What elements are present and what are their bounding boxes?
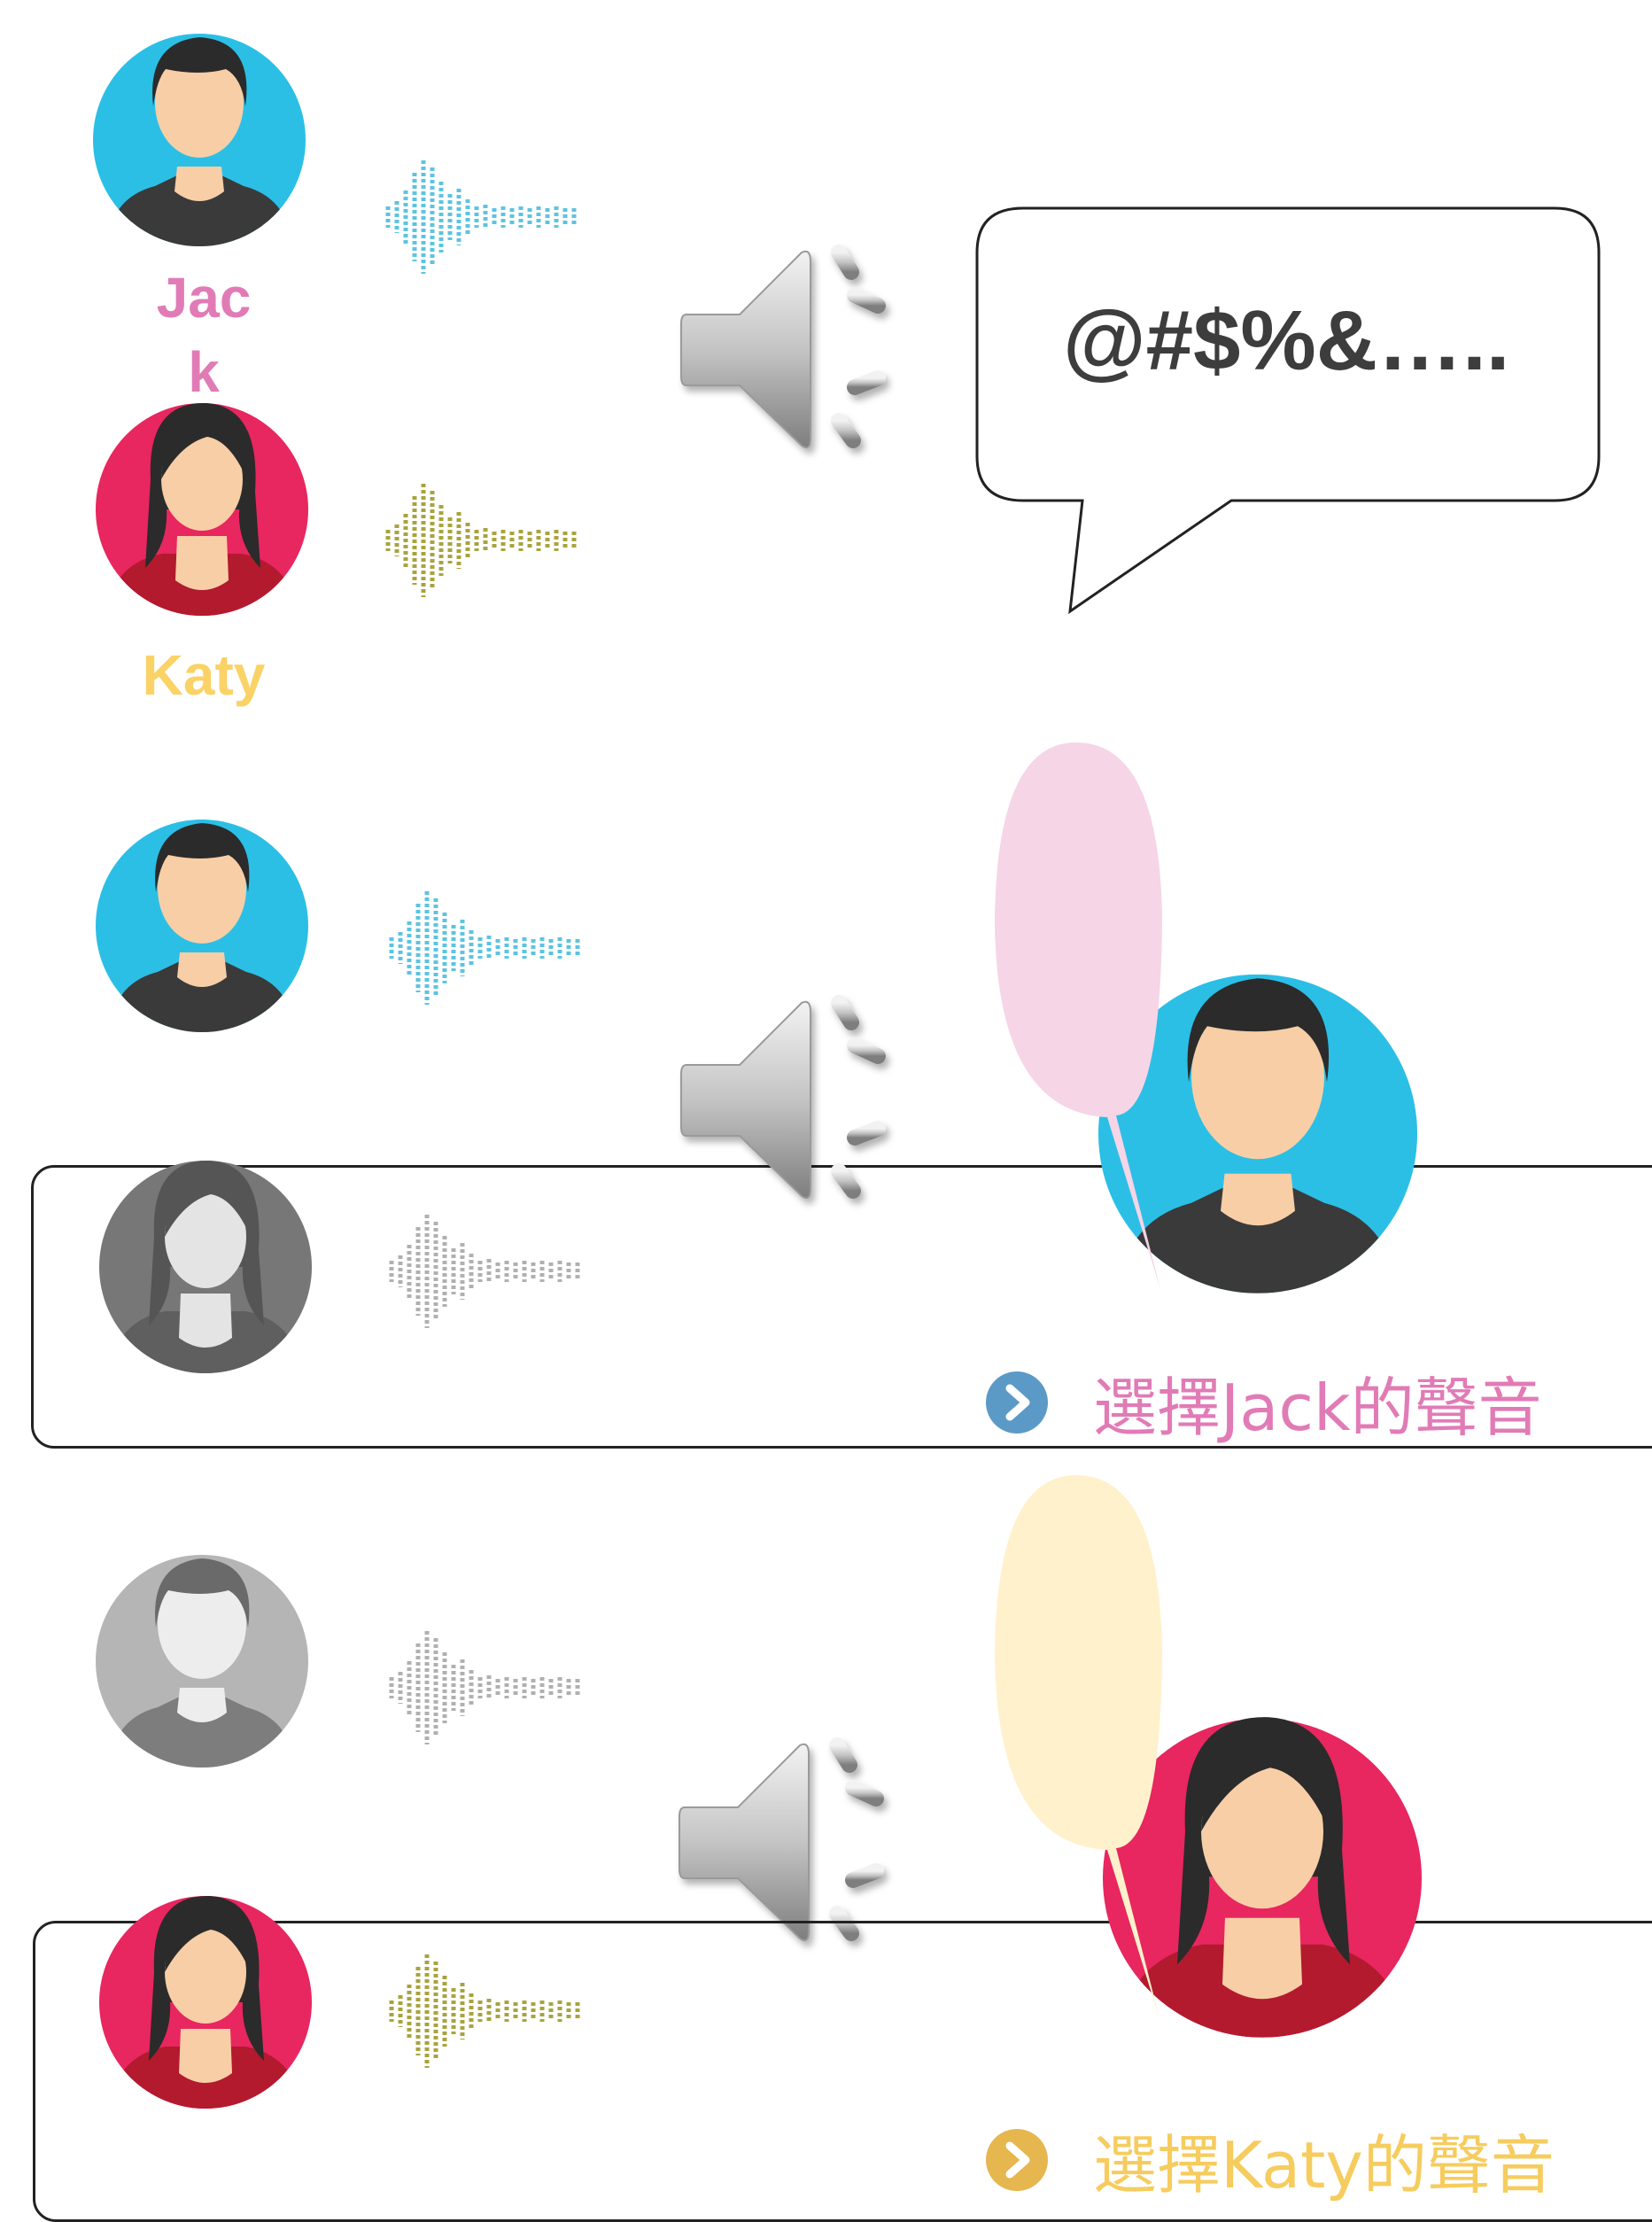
katy-avatar-large — [1103, 1717, 1422, 2038]
katy-avatar — [99, 1895, 312, 2109]
katy-waveform-icon-inactive — [389, 1215, 580, 1328]
speaker-icon — [680, 995, 898, 1200]
katy-avatar-inactive — [99, 1160, 312, 1373]
select-katy-label: 選擇Katy的聲音 — [1093, 2128, 1555, 2203]
katy-name-label: Katy — [142, 643, 266, 707]
katy-waveform-icon — [389, 1954, 580, 2068]
jack-avatar — [96, 820, 308, 1032]
pink-speech-balloon — [995, 742, 1162, 1289]
speaker-icon — [680, 245, 898, 449]
speaker-icon — [679, 1737, 896, 1942]
jack-avatar — [93, 34, 306, 246]
select-jack-option[interactable]: 選擇Jack的聲音 — [983, 1356, 1542, 1449]
jack-name-label: Jac k — [156, 266, 252, 404]
select-katy-option[interactable]: 選擇Katy的聲音 — [983, 2113, 1555, 2206]
jack-waveform-icon-inactive — [389, 1631, 580, 1744]
yellow-speech-balloon — [995, 1475, 1162, 2022]
jack-avatar-inactive — [96, 1555, 308, 1768]
katy-waveform-icon — [385, 484, 577, 597]
jack-waveform-icon — [389, 891, 580, 1005]
select-jack-label: 選擇Jack的聲音 — [1093, 1371, 1542, 1445]
chevron-right-circle-icon — [986, 2128, 1048, 2191]
chevron-right-circle-icon — [986, 1371, 1048, 1433]
speech-bubble-text: @#$%&….. — [1063, 293, 1510, 388]
katy-avatar — [96, 402, 308, 616]
speech-bubble — [975, 206, 1601, 615]
jack-waveform-icon — [385, 160, 577, 274]
